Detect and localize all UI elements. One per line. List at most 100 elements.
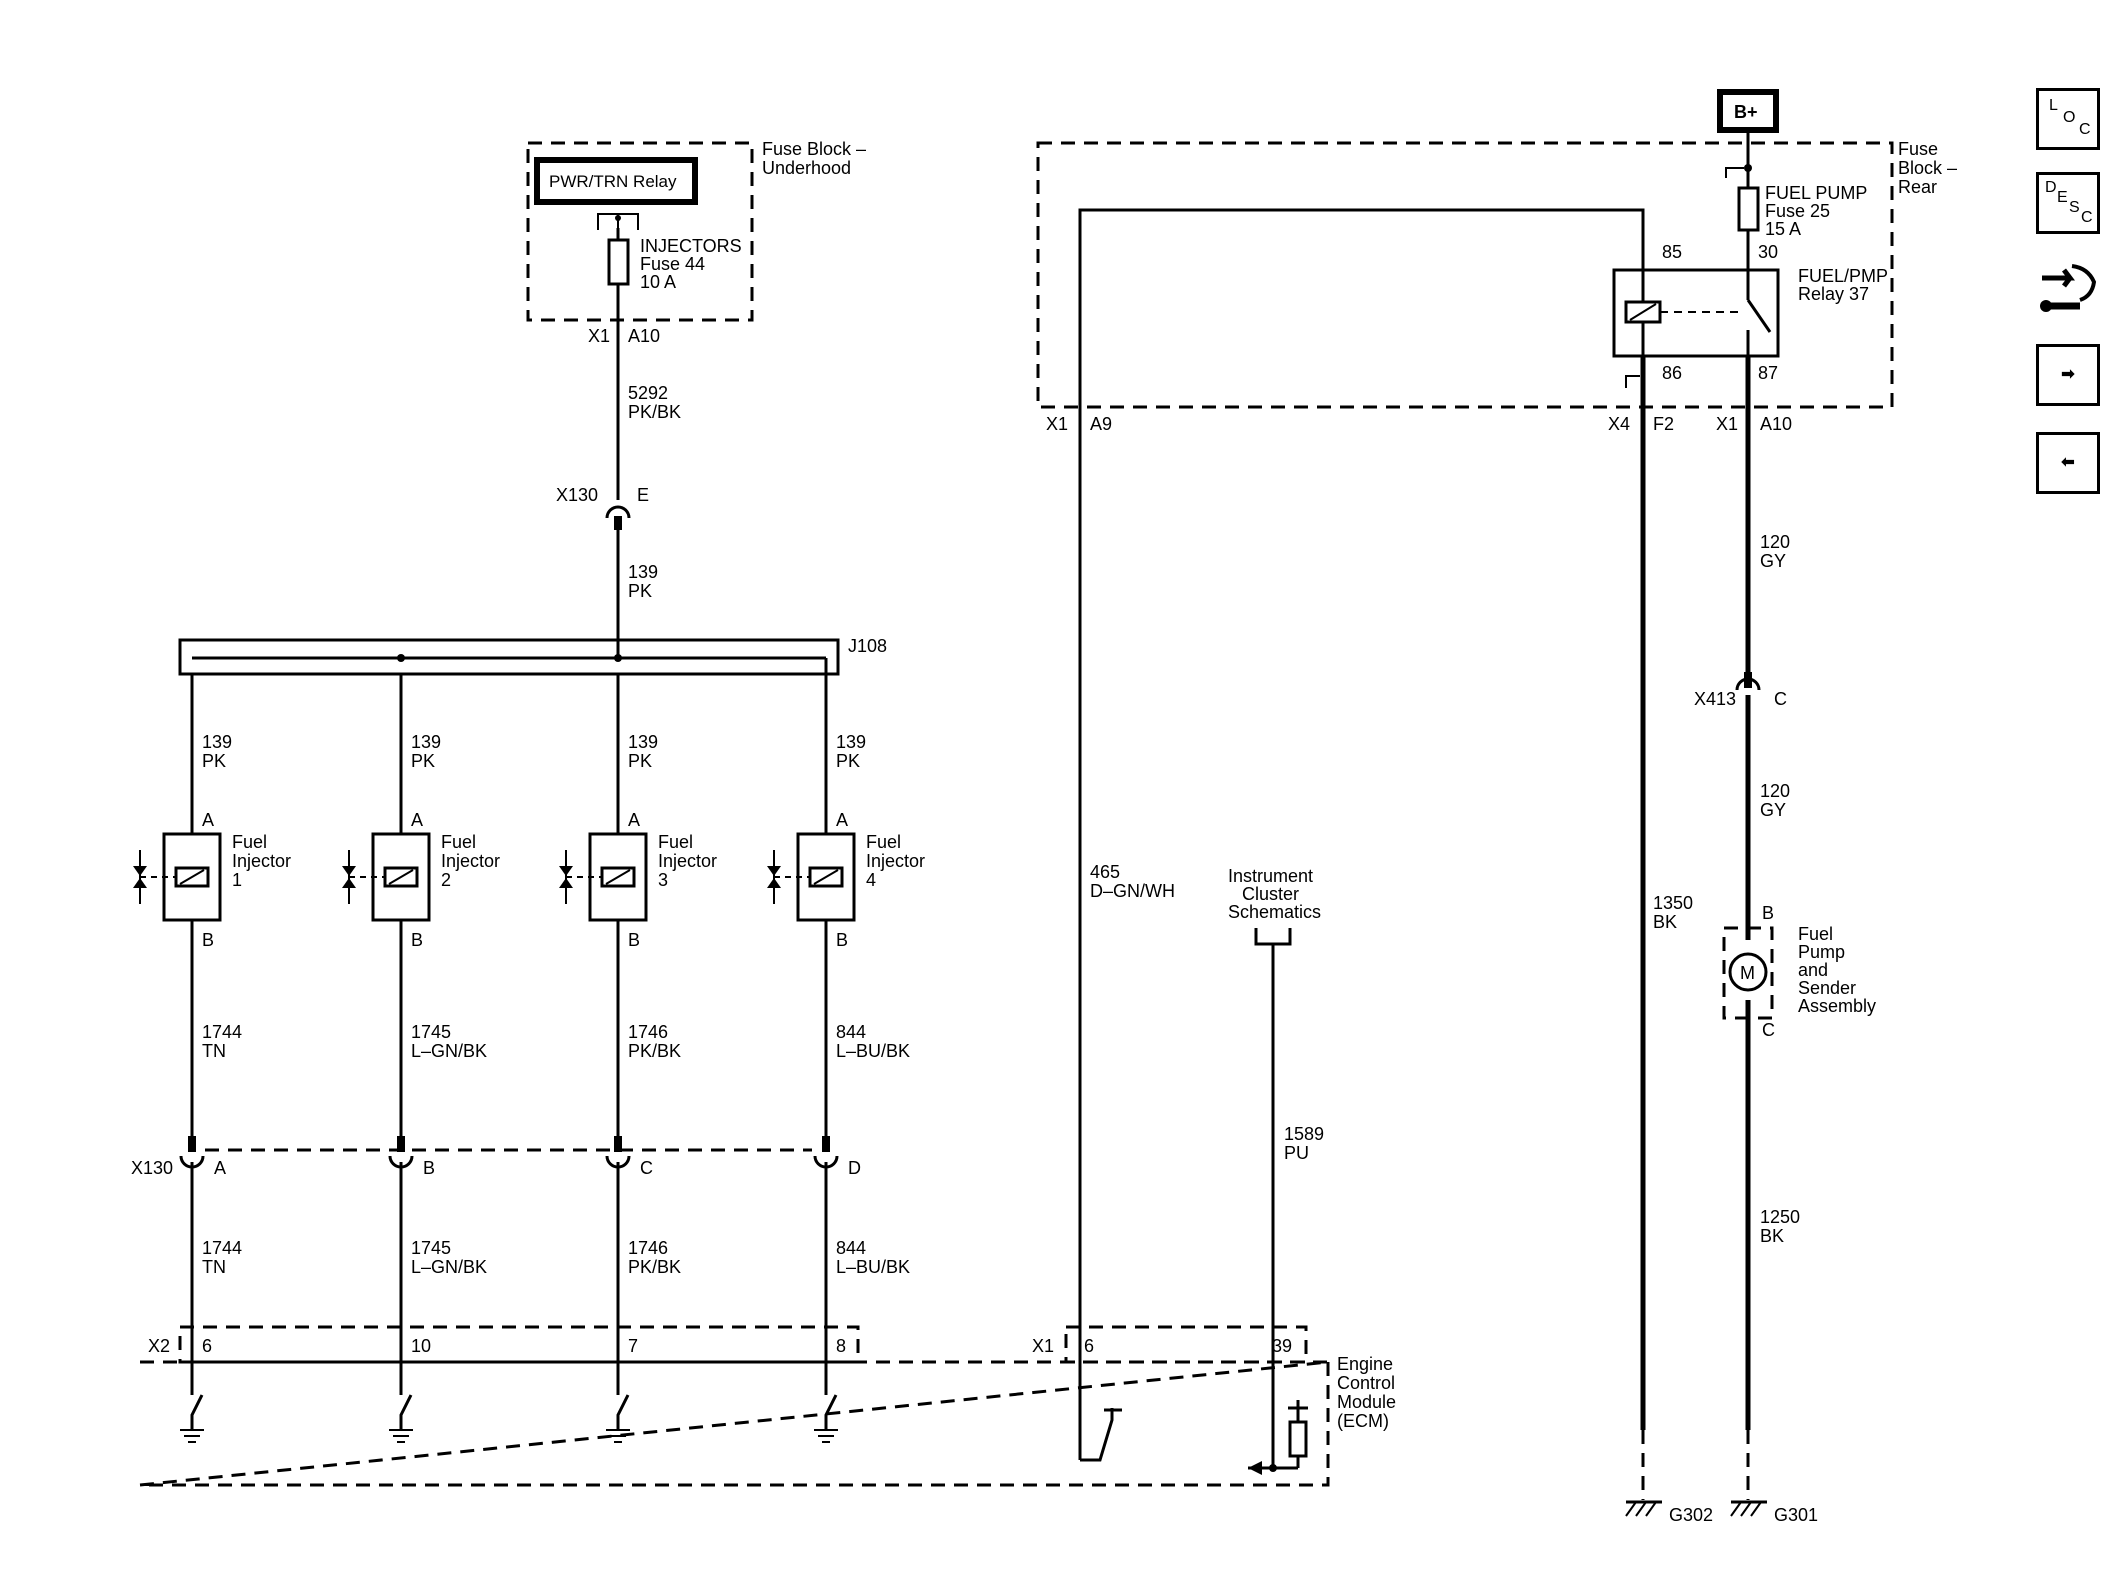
svg-text:L–BU/BK: L–BU/BK	[836, 1041, 910, 1061]
svg-text:7: 7	[628, 1336, 638, 1356]
svg-text:PK/BK: PK/BK	[628, 1257, 681, 1277]
svg-text:Pump: Pump	[1798, 942, 1845, 962]
svg-text:844: 844	[836, 1022, 866, 1042]
svg-text:139: 139	[628, 732, 658, 752]
svg-text:L–BU/BK: L–BU/BK	[836, 1257, 910, 1277]
svg-text:Sender: Sender	[1798, 978, 1856, 998]
svg-text:C: C	[640, 1158, 653, 1178]
svg-text:1746: 1746	[628, 1238, 668, 1258]
svg-text:A10: A10	[1760, 414, 1792, 434]
ground-g302: G302	[1625, 1500, 1713, 1525]
svg-text:B: B	[628, 930, 640, 950]
svg-text:4: 4	[866, 870, 876, 890]
svg-text:Injector: Injector	[232, 851, 291, 871]
svg-text:PK: PK	[836, 751, 860, 771]
svg-text:139: 139	[836, 732, 866, 752]
engine-control-module: X2 X1 6 39 Engine Control Module (ECM)	[139, 1325, 1396, 1487]
svg-text:PK: PK	[411, 751, 435, 771]
ecm-pin6-circuit	[1080, 1408, 1122, 1462]
svg-text:G301: G301	[1774, 1505, 1818, 1525]
svg-text:A: A	[214, 1158, 226, 1178]
fuel-pmp-relay: FUEL/PMP Relay 37	[1612, 266, 1888, 358]
svg-text:X4: X4	[1608, 414, 1630, 434]
svg-text:Fuel: Fuel	[866, 832, 901, 852]
previous-page-button[interactable]: ⬅	[2036, 432, 2100, 494]
svg-text:Injector: Injector	[866, 851, 925, 871]
svg-text:1744: 1744	[202, 1022, 242, 1042]
svg-text:B: B	[202, 930, 214, 950]
svg-text:Fuel: Fuel	[232, 832, 267, 852]
svg-text:Fuse 25: Fuse 25	[1765, 201, 1830, 221]
description-button[interactable]: D E S C	[2036, 172, 2100, 234]
svg-text:120: 120	[1760, 532, 1790, 552]
svg-text:Instrument: Instrument	[1228, 866, 1313, 886]
svg-text:8: 8	[836, 1336, 846, 1356]
svg-text:A: A	[411, 810, 423, 830]
svg-text:X130: X130	[131, 1158, 173, 1178]
next-page-button[interactable]: ➡	[2036, 344, 2100, 406]
svg-text:X413: X413	[1694, 689, 1736, 709]
svg-text:Cluster: Cluster	[1242, 884, 1299, 904]
svg-text:120: 120	[1760, 781, 1790, 801]
svg-text:1250: 1250	[1760, 1207, 1800, 1227]
svg-text:3: 3	[658, 870, 668, 890]
svg-text:PWR/TRN Relay: PWR/TRN Relay	[549, 172, 677, 191]
svg-text:465: 465	[1090, 862, 1120, 882]
svg-text:B: B	[423, 1158, 435, 1178]
svg-text:FUEL/PMP: FUEL/PMP	[1798, 266, 1888, 286]
svg-text:Engine: Engine	[1337, 1354, 1393, 1374]
svg-text:A: A	[202, 810, 214, 830]
svg-text:Block –: Block –	[1898, 158, 1957, 178]
svg-text:39: 39	[1272, 1336, 1292, 1356]
svg-text:B: B	[411, 930, 423, 950]
pwr-trn-relay	[534, 157, 698, 205]
svg-text:C: C	[1774, 689, 1787, 709]
svg-text:Module: Module	[1337, 1392, 1396, 1412]
svg-text:A: A	[628, 810, 640, 830]
svg-text:85: 85	[1662, 242, 1682, 262]
svg-text:2: 2	[441, 870, 451, 890]
svg-text:F2: F2	[1653, 414, 1674, 434]
svg-text:139: 139	[628, 562, 658, 582]
svg-text:TN: TN	[202, 1041, 226, 1061]
svg-text:M: M	[1740, 963, 1755, 983]
svg-text:Injector: Injector	[658, 851, 717, 871]
svg-text:15 A: 15 A	[1765, 219, 1801, 239]
svg-text:844: 844	[836, 1238, 866, 1258]
svg-text:B: B	[836, 930, 848, 950]
svg-text:1745: 1745	[411, 1022, 451, 1042]
svg-text:Relay 37: Relay 37	[1798, 284, 1869, 304]
svg-text:Fuel: Fuel	[441, 832, 476, 852]
svg-text:Schematics: Schematics	[1228, 902, 1321, 922]
svg-text:6: 6	[202, 1336, 212, 1356]
fuel-pump-fuse	[1737, 186, 1760, 232]
svg-text:L–GN/BK: L–GN/BK	[411, 1041, 487, 1061]
x413-connector: X413 C	[1694, 672, 1787, 709]
svg-text:10: 10	[411, 1336, 431, 1356]
arrow-right-icon: ➡	[2061, 366, 2075, 383]
svg-text:PK/BK: PK/BK	[628, 402, 681, 422]
svg-text:X2: X2	[148, 1336, 170, 1356]
wrench-icon	[2040, 264, 2097, 312]
connector-tools-button[interactable]	[2036, 256, 2100, 318]
svg-text:1745: 1745	[411, 1238, 451, 1258]
svg-text:Fuel: Fuel	[1798, 924, 1833, 944]
svg-text:PK: PK	[202, 751, 226, 771]
fuel-injector-4: 139PKAFuelInjector4B844L–BU/BKD844L–BU/B…	[767, 674, 925, 1443]
ecm-pin39-circuit	[1248, 1400, 1308, 1475]
svg-text:10 A: 10 A	[640, 272, 676, 292]
svg-text:139: 139	[411, 732, 441, 752]
svg-text:1744: 1744	[202, 1238, 242, 1258]
svg-text:FUEL PUMP: FUEL PUMP	[1765, 183, 1867, 203]
svg-text:D: D	[848, 1158, 861, 1178]
location-button[interactable]: L O C	[2036, 88, 2100, 150]
svg-text:C: C	[1762, 1020, 1775, 1040]
svg-text:1589: 1589	[1284, 1124, 1324, 1144]
battery-positive: B+	[1717, 89, 1779, 133]
svg-text:5292: 5292	[628, 383, 668, 403]
svg-text:PU: PU	[1284, 1143, 1309, 1163]
svg-text:GY: GY	[1760, 551, 1786, 571]
svg-text:X1: X1	[588, 326, 610, 346]
